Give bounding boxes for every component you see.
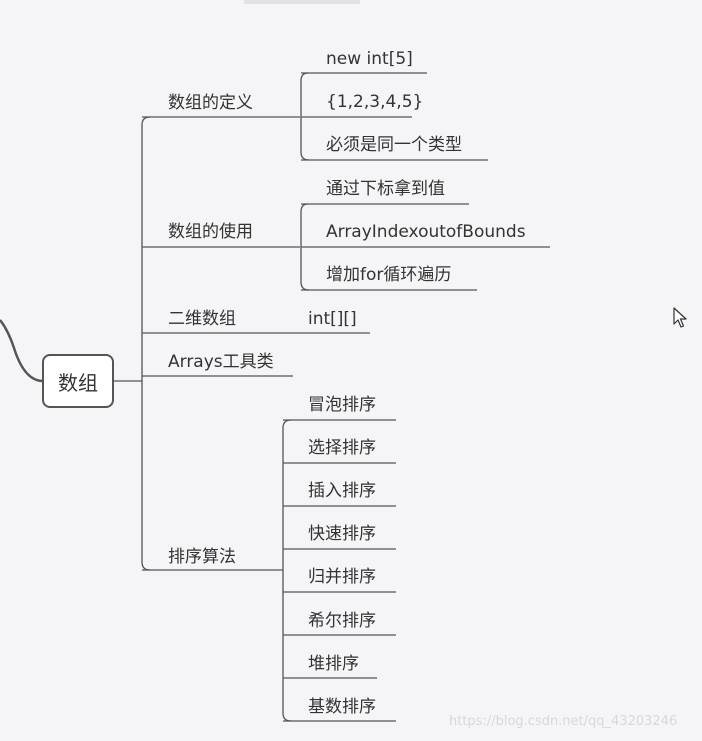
leaf-radix-sort[interactable]: 基数排序 — [308, 697, 376, 717]
leaf-int-2d[interactable]: int[][] — [308, 309, 357, 329]
mindmap-root-node[interactable]: 数组 — [42, 354, 114, 408]
branch-label-array-definition[interactable]: 数组的定义 — [168, 93, 253, 113]
leaf-bubble-sort[interactable]: 冒泡排序 — [308, 395, 376, 415]
top-scroll-indicator — [244, 0, 360, 4]
leaf-same-type[interactable]: 必须是同一个类型 — [326, 135, 462, 155]
leaf-merge-sort[interactable]: 归并排序 — [308, 567, 376, 587]
branch-label-array-usage[interactable]: 数组的使用 — [168, 222, 253, 242]
branch-label-arrays-utility[interactable]: Arrays工具类 — [168, 352, 274, 372]
leaf-quick-sort[interactable]: 快速排序 — [308, 524, 376, 544]
leaf-index-out-of-bounds[interactable]: ArrayIndexoutofBounds — [326, 222, 526, 242]
root-label: 数组 — [58, 370, 98, 395]
leaf-new-int[interactable]: new int[5] — [326, 49, 413, 69]
leaf-for-each-loop[interactable]: 增加for循环遍历 — [326, 265, 452, 285]
root-incoming-connector — [0, 319, 43, 383]
arrow-cursor-icon — [673, 307, 687, 328]
main-trunk-line — [141, 116, 151, 571]
trunk-sorting-algorithms — [282, 419, 292, 722]
leaf-selection-sort[interactable]: 选择排序 — [308, 438, 376, 458]
leaf-shell-sort[interactable]: 希尔排序 — [308, 611, 376, 631]
branch-label-sorting-algorithms[interactable]: 排序算法 — [168, 547, 236, 567]
leaf-get-by-index[interactable]: 通过下标拿到值 — [326, 179, 445, 199]
leaf-array-literal[interactable]: {1,2,3,4,5} — [326, 92, 424, 112]
branch-label-2d-array[interactable]: 二维数组 — [168, 309, 236, 329]
leaf-heap-sort[interactable]: 堆排序 — [308, 654, 359, 674]
watermark-url: https://blog.csdn.net/qq_43203246 — [449, 714, 678, 729]
leaf-insertion-sort[interactable]: 插入排序 — [308, 481, 376, 501]
